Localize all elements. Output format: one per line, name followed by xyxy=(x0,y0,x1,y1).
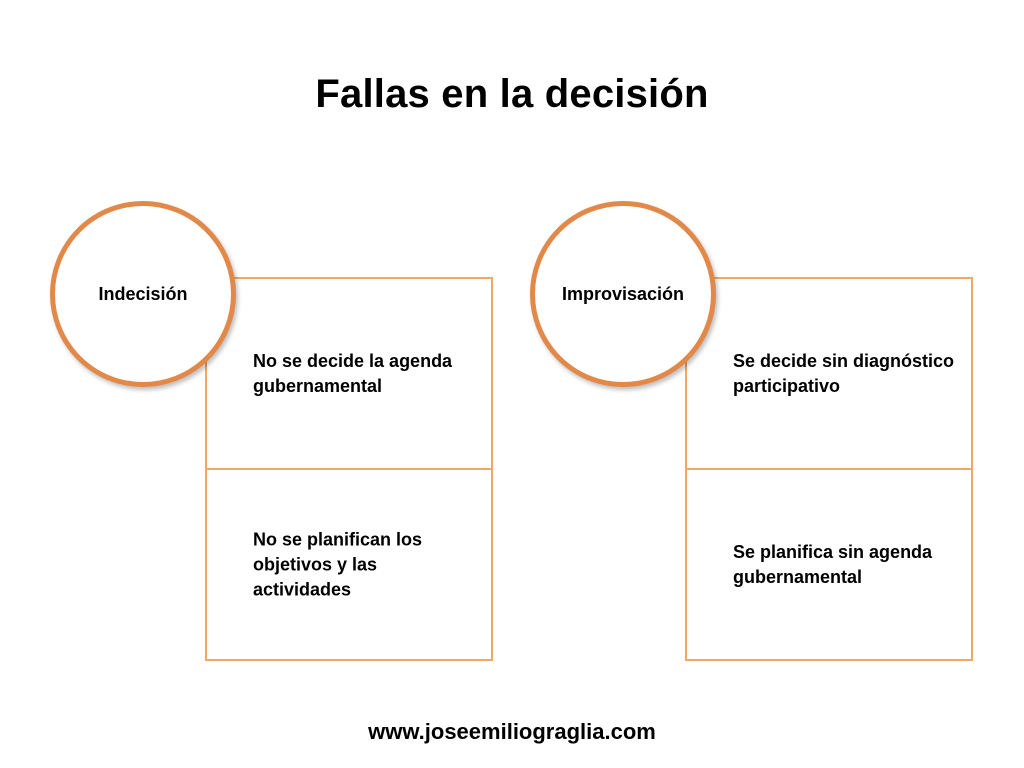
improvisacion-box-2: Se planifica sin agenda gubernamental xyxy=(685,468,973,661)
indecision-circle: Indecisión xyxy=(50,201,236,387)
indecision-circle-label: Indecisión xyxy=(98,283,188,304)
footer-url: www.joseemiliograglia.com xyxy=(368,719,656,744)
improvisacion-circle: Improvisación xyxy=(530,201,716,387)
indecision-group: No se decide la agenda gubernamental No … xyxy=(48,200,498,665)
improvisacion-box-1: Se decide sin diagnóstico participativo xyxy=(685,277,973,470)
indecision-box-2-text: No se planifican los objetivos y las act… xyxy=(253,529,423,599)
improvisacion-box-2-text: Se planifica sin agenda gubernamental xyxy=(733,541,933,587)
improvisacion-group: Se decide sin diagnóstico participativo … xyxy=(528,200,978,665)
improvisacion-box-1-text: Se decide sin diagnóstico participativo xyxy=(733,350,955,396)
indecision-box-1: No se decide la agenda gubernamental xyxy=(205,277,493,470)
slide-title: Fallas en la decisión xyxy=(315,72,709,116)
indecision-box-1-text: No se decide la agenda gubernamental xyxy=(253,350,453,396)
indecision-box-2: No se planifican los objetivos y las act… xyxy=(205,468,493,661)
improvisacion-circle-label: Improvisación xyxy=(561,283,685,304)
